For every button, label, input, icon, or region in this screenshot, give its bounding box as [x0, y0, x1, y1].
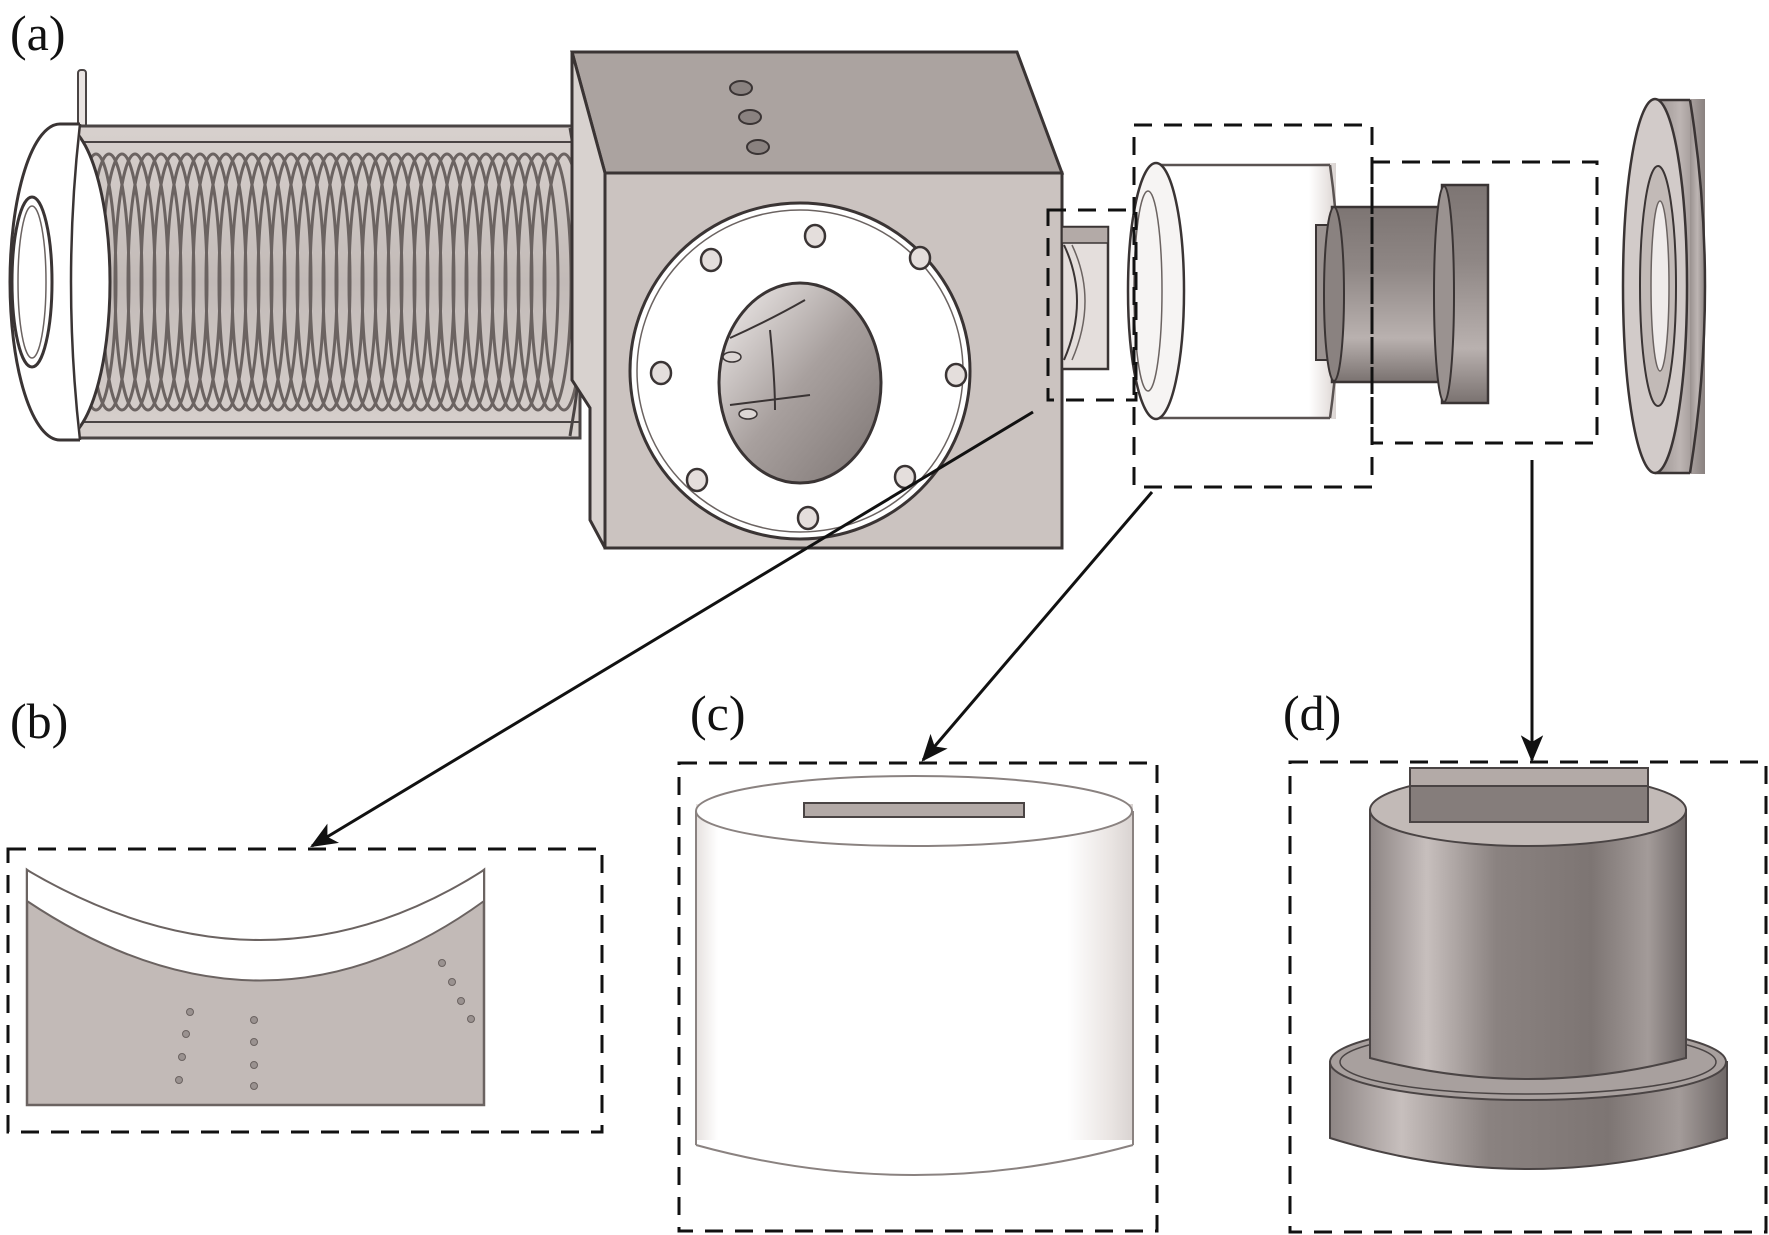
- panel-label-a: (a): [10, 5, 66, 61]
- callout-box-d-source: [1370, 160, 1599, 445]
- bolt-hole: [685, 467, 709, 493]
- bolt-hole: [908, 245, 932, 271]
- grey-cylinder-body: [1330, 205, 1454, 384]
- curved-part-holes: [175, 959, 475, 1090]
- small-hole: [250, 1016, 258, 1024]
- interface-part-b-mini: [1060, 225, 1110, 371]
- top-hole: [729, 80, 753, 96]
- arrow-a-to-c: [921, 491, 1154, 762]
- end-flange: [1621, 97, 1707, 475]
- chamber-top-face: [570, 50, 1065, 175]
- viewport-bore: [717, 281, 883, 485]
- coil-turn: [516, 152, 560, 412]
- grey-cylinder-main: [1369, 809, 1687, 1080]
- white-cylinder-mini: [1126, 161, 1341, 421]
- flange-bolt-holes: [649, 223, 968, 531]
- small-hole: [182, 1030, 190, 1038]
- callout-box-b-source: [1046, 208, 1138, 402]
- cubic-chamber: [570, 50, 1065, 550]
- curved-part-rim: [26, 868, 485, 982]
- panel-label-d: (d): [1283, 685, 1341, 741]
- panel-c: (c): [677, 685, 1159, 1233]
- white-cylinder-slot: [803, 802, 1025, 818]
- bolt-hole: [944, 362, 968, 388]
- small-hole: [438, 959, 446, 967]
- coil-housing: [8, 69, 586, 442]
- panel-label-c: (c): [690, 685, 746, 741]
- bolt-hole: [796, 505, 820, 531]
- bolt-hole: [699, 247, 723, 273]
- panel-a: (a): [8, 5, 1707, 550]
- callout-box-b: [6, 847, 604, 1134]
- top-hole: [738, 109, 762, 125]
- small-hole: [457, 997, 465, 1005]
- small-hole: [448, 978, 456, 986]
- bolt-hole: [649, 360, 673, 386]
- small-hole: [175, 1076, 183, 1084]
- small-hole: [467, 1015, 475, 1023]
- bolt-hole: [803, 223, 827, 249]
- top-hole: [746, 139, 770, 155]
- panel-b: (b): [6, 693, 604, 1134]
- white-cylinder-body: [696, 804, 1133, 1140]
- grey-cylinder-mini: [1315, 183, 1490, 405]
- small-hole: [186, 1008, 194, 1016]
- callout-box-d: [1288, 760, 1768, 1234]
- coil-windings: [74, 152, 586, 412]
- panel-d: (d): [1283, 685, 1768, 1234]
- arrow-a-to-b: [310, 410, 1034, 848]
- white-cylinder-face: [1126, 161, 1186, 421]
- small-hole: [250, 1038, 258, 1046]
- left-flange-bore: [10, 195, 54, 369]
- small-hole: [178, 1053, 186, 1061]
- small-hole: [250, 1082, 258, 1090]
- panel-label-b: (b): [10, 693, 68, 749]
- top-block-front: [1409, 785, 1649, 823]
- top-block-upper: [1409, 767, 1649, 787]
- callout-box-c: [677, 761, 1159, 1233]
- small-hole: [250, 1061, 258, 1069]
